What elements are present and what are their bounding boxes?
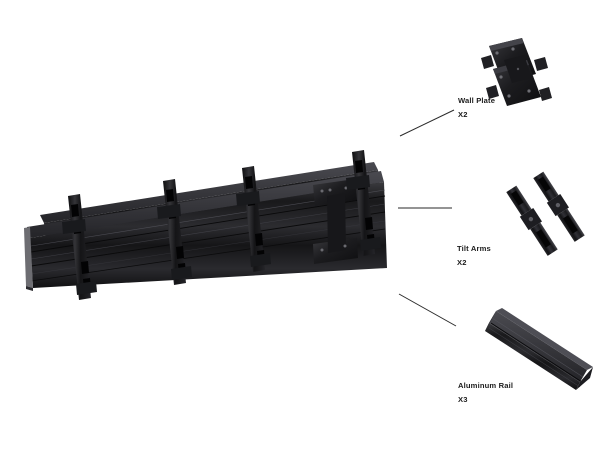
callout-aluminum-rail-name: Aluminum Rail (458, 381, 514, 390)
leader-line-aluminum-rail (398, 293, 457, 327)
part-tilt-arms (506, 171, 585, 256)
assembly-tilt-arm-2 (157, 179, 192, 285)
assembly-rail-front (24, 171, 387, 291)
assembly-wall-plate (313, 179, 358, 264)
callout-wall-plate-name: Wall Plate (458, 96, 496, 105)
callout-tilt-arms: Tilt Arms X2 (457, 245, 491, 266)
callout-aluminum-rail-qty: X3 (458, 394, 468, 404)
part-aluminum-rail (485, 308, 593, 390)
callout-aluminum-rail: Aluminum Rail X3 (458, 382, 513, 403)
assembly-tilt-arm-1 (62, 194, 97, 300)
leader-line-wall-plate (399, 109, 455, 137)
assembly-tilt-arm-4 (346, 150, 381, 256)
callout-wall-plate: Wall Plate X2 (458, 97, 495, 118)
assembly-tilt-arm-3 (236, 166, 271, 272)
part-wall-plate (481, 38, 552, 106)
callout-tilt-arms-name: Tilt Arms (457, 244, 491, 253)
callout-wall-plate-qty: X2 (458, 109, 468, 119)
callout-tilt-arms-qty: X2 (457, 257, 467, 267)
main-assembly (24, 150, 387, 300)
